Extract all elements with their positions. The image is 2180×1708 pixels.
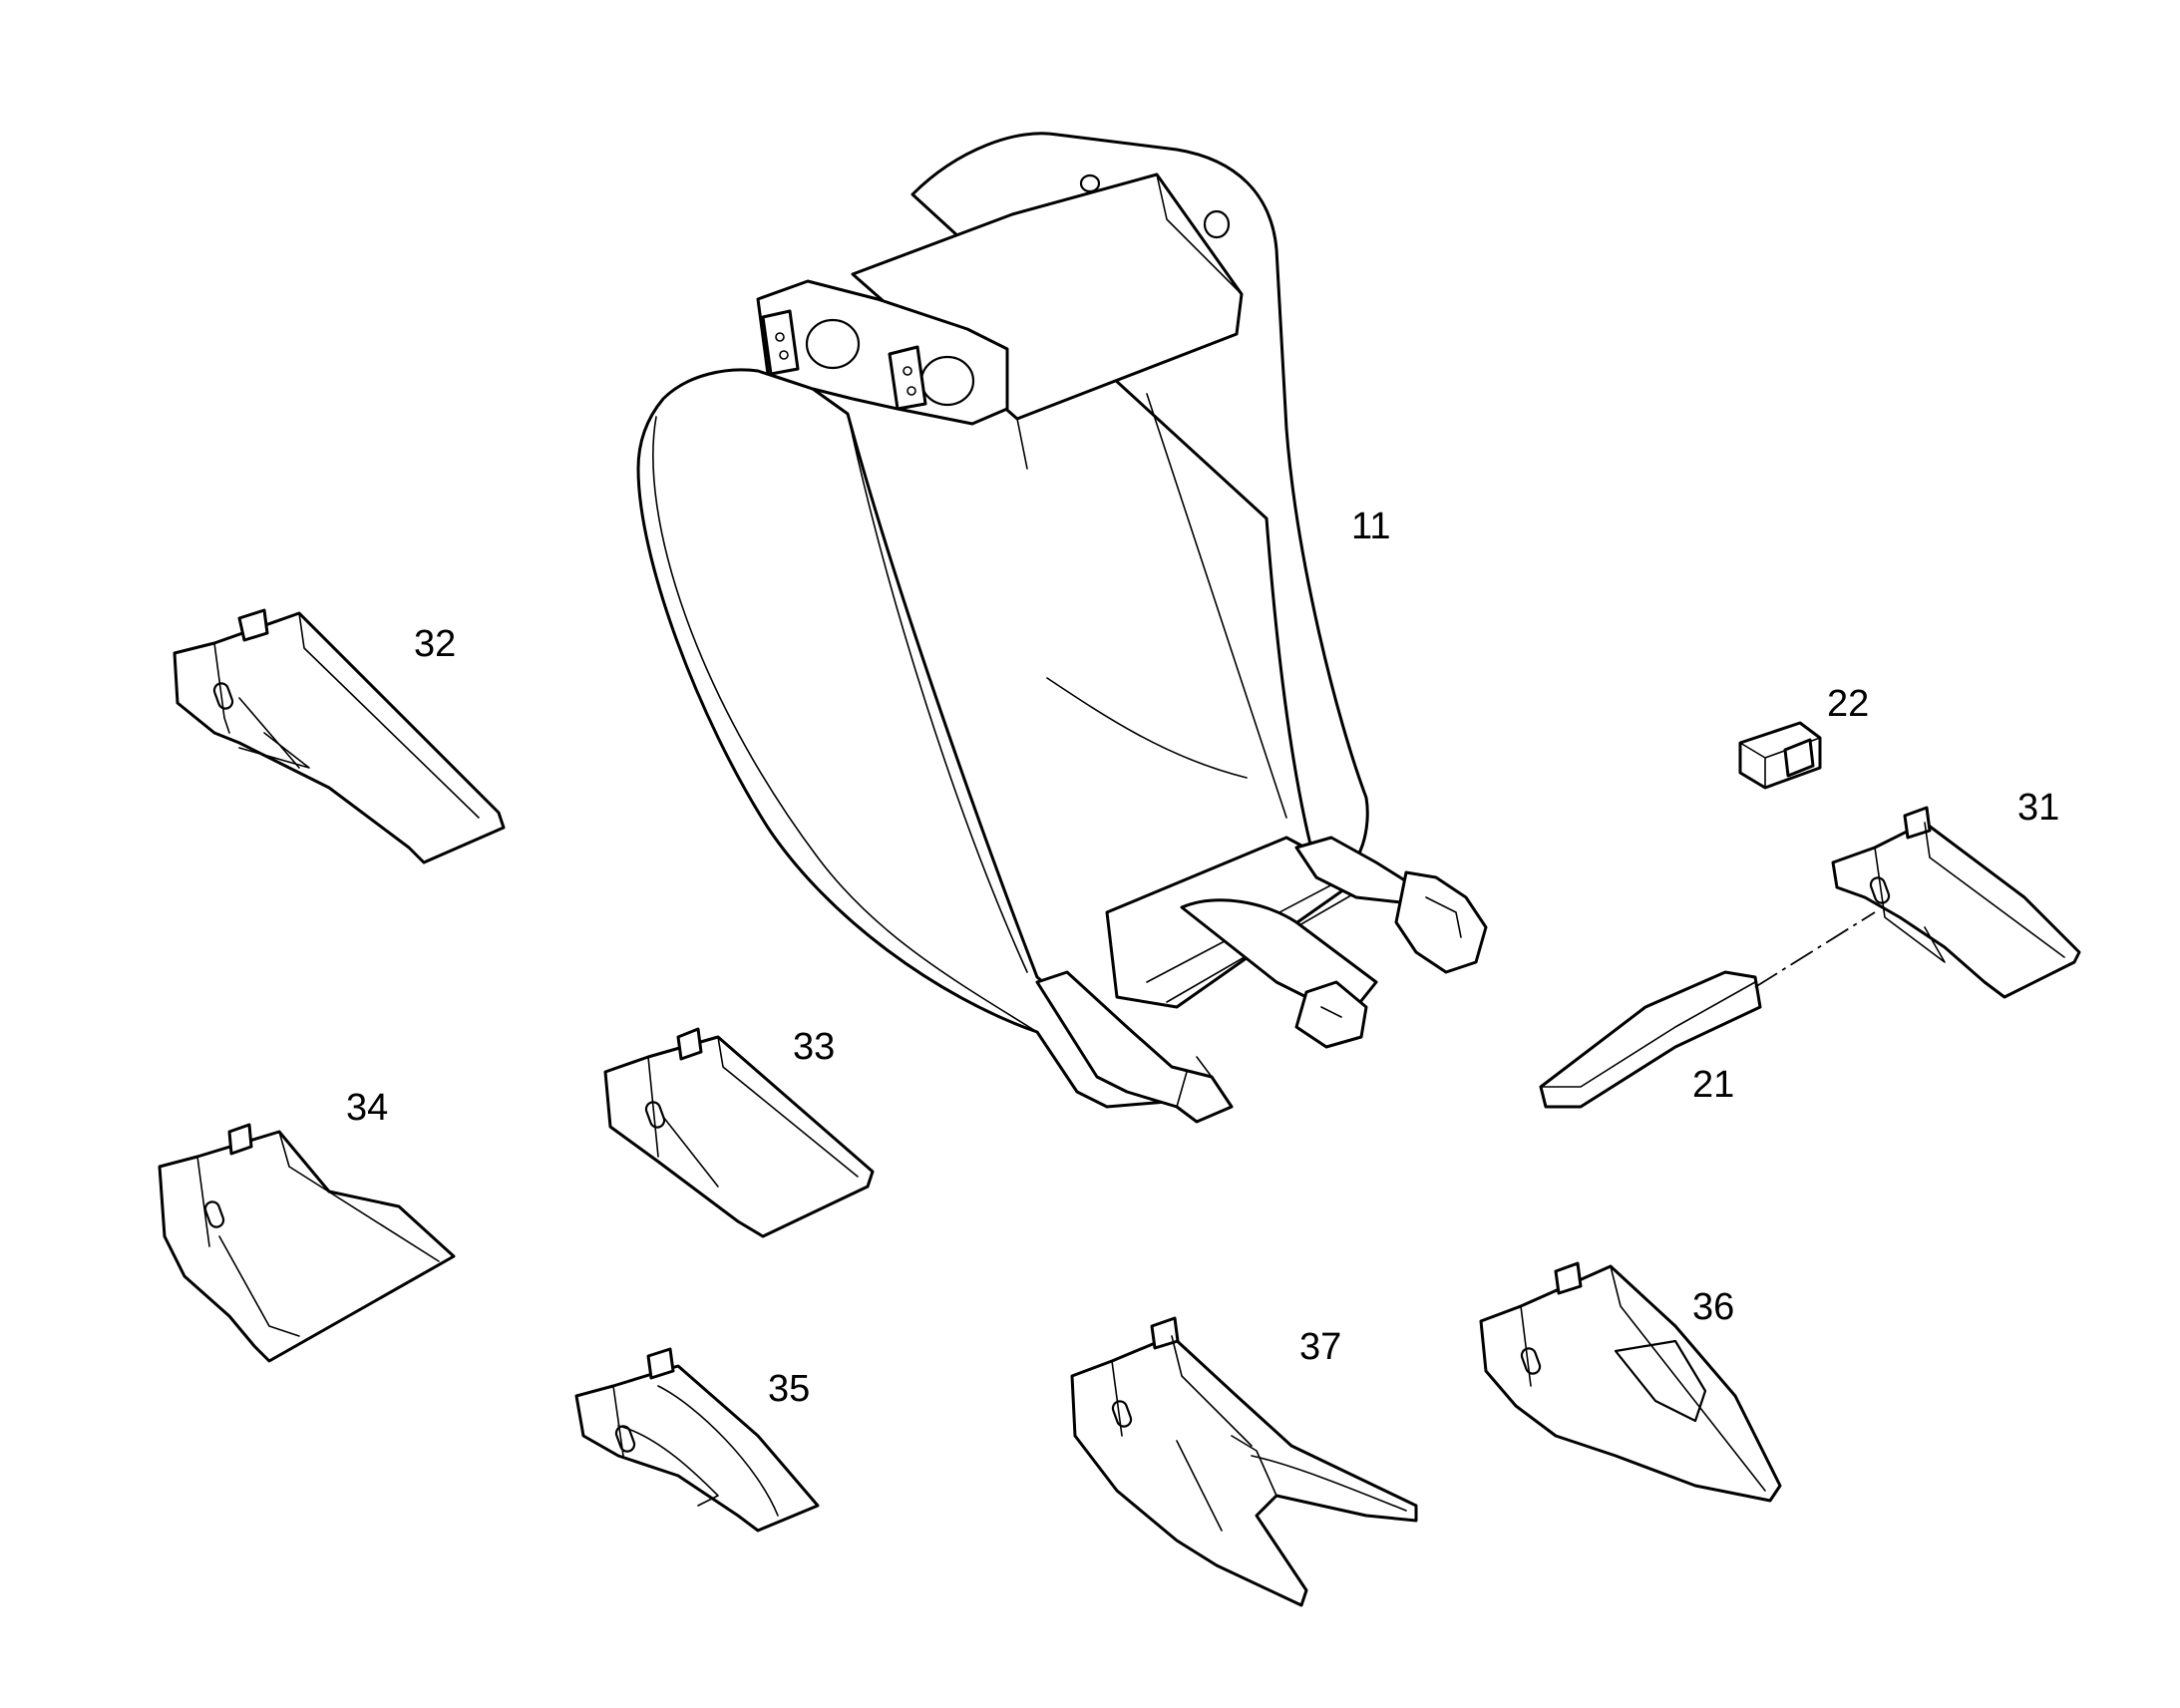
callout-35: 35 [768,1368,810,1410]
callout-11: 11 [1351,506,1390,547]
part-33-tooth[interactable] [603,1027,875,1238]
callout-31: 31 [2017,787,2059,829]
part-31-tooth[interactable] [1831,806,2081,999]
part-34-tooth[interactable] [158,1123,456,1363]
part-11-bucket[interactable] [636,132,1488,1124]
callout-37: 37 [1299,1326,1341,1368]
part-36-tooth[interactable] [1479,1261,1782,1503]
callout-36: 36 [1692,1286,1734,1328]
callout-34: 34 [346,1087,388,1129]
callout-22: 22 [1827,683,1869,725]
callout-32: 32 [414,623,456,665]
assembly-centerline [1754,911,1876,988]
part-22-retainer[interactable] [1738,721,1822,790]
part-21-pin[interactable] [1539,970,1762,1109]
part-37-tooth[interactable] [1070,1316,1418,1607]
callout-21: 21 [1692,1064,1734,1106]
part-35-tooth[interactable] [574,1347,820,1533]
callout-33: 33 [793,1026,835,1068]
part-32-tooth[interactable] [173,608,506,864]
